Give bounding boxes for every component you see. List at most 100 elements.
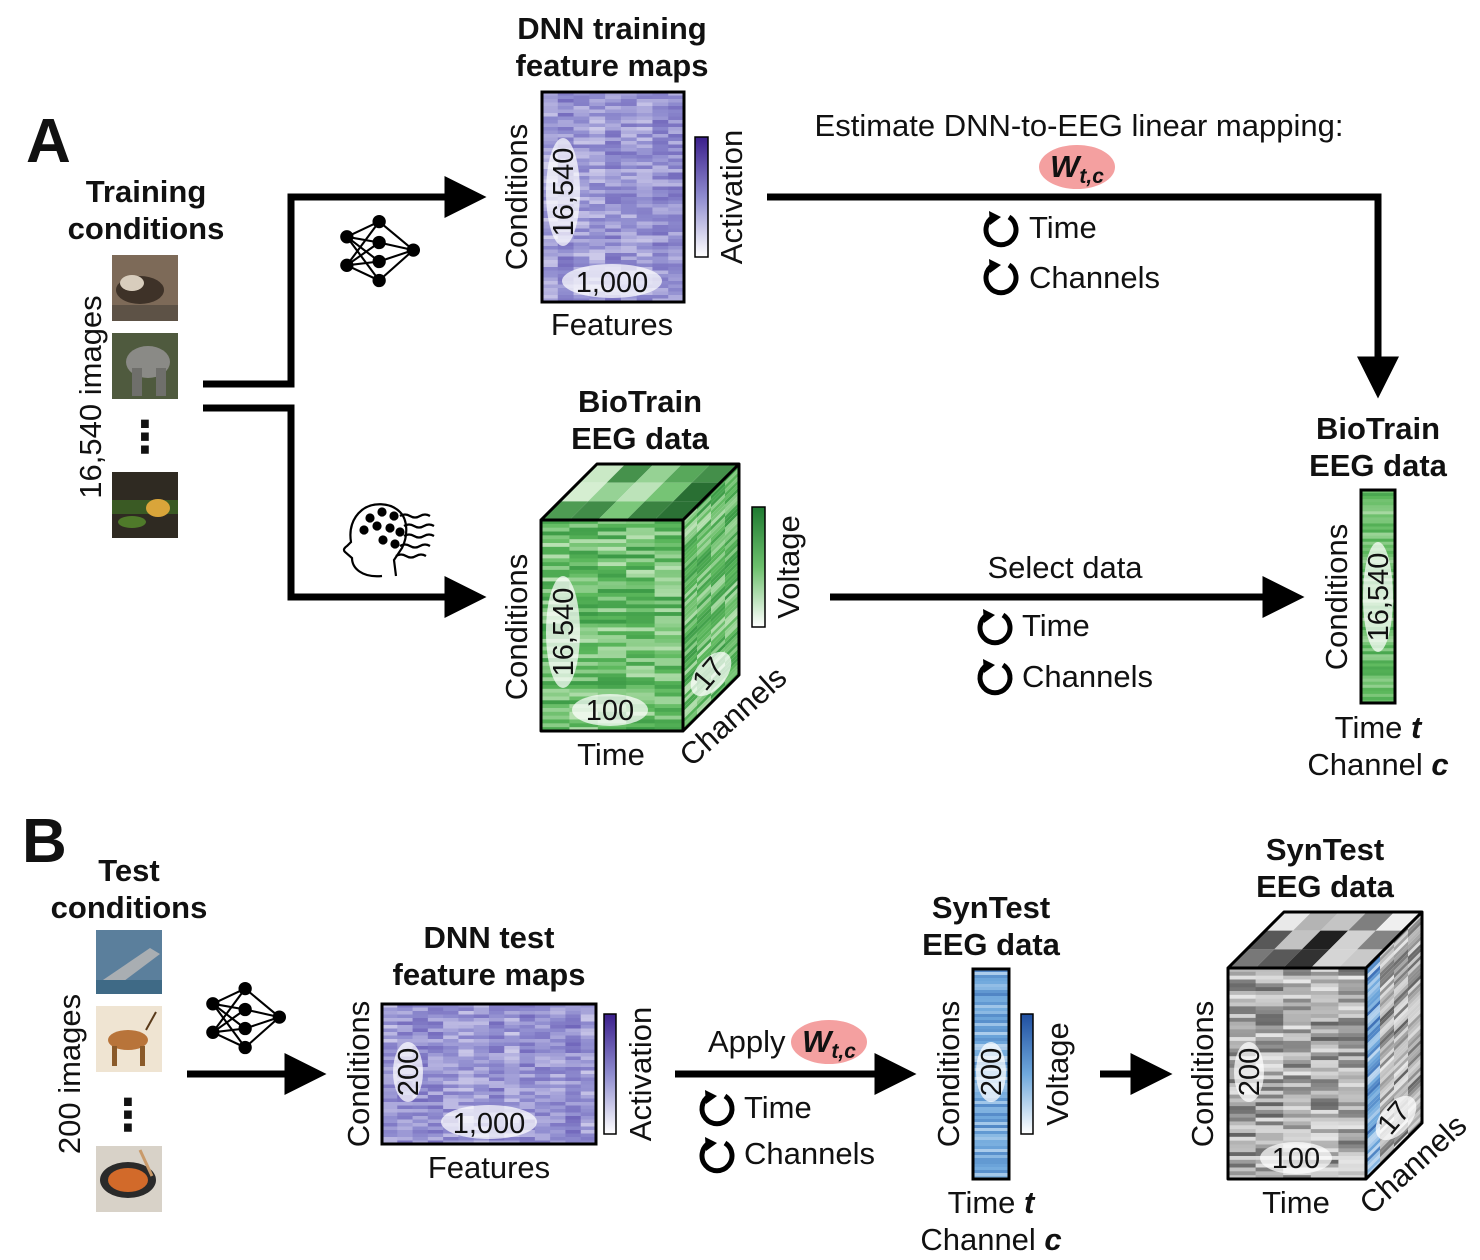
- heatmap-cell: [652, 288, 669, 292]
- heatmap-cell: [1361, 520, 1396, 524]
- heatmap-cell: [541, 520, 570, 525]
- heatmap-cell: [458, 1070, 475, 1075]
- heatmap-cell: [458, 1081, 475, 1085]
- heatmap-cell: [1310, 1083, 1339, 1088]
- heatmap-cell: [489, 1088, 505, 1092]
- heatmap-cell: [557, 295, 574, 299]
- cube-cell: [725, 605, 739, 624]
- cube-cell: [1408, 992, 1422, 1011]
- heatmap-cell: [636, 113, 653, 117]
- heatmap-cell: [550, 1112, 566, 1117]
- biotrain-cube-title-line1: BioTrain: [578, 384, 702, 419]
- heatmap-cell: [504, 1046, 520, 1050]
- heatmap-cell: [652, 148, 669, 152]
- heatmap-cell: [443, 1060, 459, 1064]
- cube-cell: [606, 464, 654, 483]
- heatmap-cell: [1338, 1002, 1367, 1007]
- heatmap-cell: [557, 253, 574, 257]
- heatmap-cell: [626, 673, 655, 678]
- heatmap-cell: [1338, 1094, 1367, 1099]
- heatmap-cell: [473, 1077, 490, 1082]
- cube-cell: [1394, 1129, 1408, 1148]
- cube-cell: [1394, 945, 1408, 964]
- heatmap-cell: [1255, 1132, 1284, 1138]
- heatmap-cell: [1338, 1148, 1367, 1153]
- cube-cell: [1394, 933, 1408, 952]
- syntest-cube-rows-count: 200: [1234, 1048, 1266, 1096]
- heatmap-cell: [973, 1158, 1010, 1162]
- heatmap-cell: [542, 99, 559, 103]
- heatmap-cell: [652, 295, 669, 299]
- heatmap-cell: [542, 228, 559, 233]
- cube-cell: [683, 571, 697, 590]
- heatmap-cell: [489, 1042, 505, 1047]
- heatmap-cell: [1310, 1121, 1339, 1126]
- heatmap-cell: [397, 1137, 413, 1141]
- heatmap-cell: [652, 162, 669, 166]
- heatmap-cell: [412, 1011, 429, 1015]
- cube-cell: [683, 517, 697, 536]
- heatmap-cell: [580, 1011, 597, 1015]
- heatmap-cell: [626, 619, 655, 624]
- heatmap-cell: [1283, 1044, 1312, 1049]
- heatmap-cell: [605, 155, 622, 159]
- heatmap-cell: [382, 1133, 398, 1138]
- cube-cell: [1366, 1107, 1380, 1126]
- cube-cell: [1366, 988, 1380, 1007]
- heatmap-cell: [636, 148, 653, 152]
- cube-cell: [725, 548, 739, 567]
- heatmap-cell: [605, 92, 622, 96]
- cube-cell: [725, 590, 739, 609]
- cube-cell: [1408, 915, 1422, 934]
- heatmap-cell: [557, 267, 574, 271]
- heatmap-cell: [1338, 1063, 1367, 1069]
- heatmap-cell: [1310, 1144, 1339, 1149]
- heatmap-cell: [626, 665, 655, 671]
- heatmap-cell: [443, 1014, 459, 1019]
- heatmap-cell: [973, 1143, 1010, 1147]
- cube-cell: [683, 540, 697, 559]
- heatmap-cell: [573, 123, 590, 128]
- weight-bubble-a: [1039, 145, 1115, 189]
- heatmap-cell: [973, 1002, 1010, 1006]
- heatmap-cell: [565, 1095, 582, 1099]
- heatmap-cell: [580, 1063, 597, 1068]
- cube-cell: [1366, 1003, 1380, 1022]
- cube-cell: [1228, 949, 1275, 968]
- heatmap-cell: [412, 1095, 429, 1099]
- heatmap-cell: [569, 531, 599, 536]
- heatmap-cell: [557, 256, 574, 261]
- heatmap-cell: [1255, 1075, 1284, 1080]
- heatmap-cell: [1361, 535, 1396, 540]
- heatmap-cell: [605, 183, 622, 187]
- heatmap-cell: [541, 707, 570, 713]
- heatmap-cell: [589, 225, 606, 229]
- cube-cell: [711, 581, 725, 600]
- cube-cell: [697, 507, 711, 526]
- heatmap-cell: [1338, 1056, 1367, 1061]
- cube-cell: [1366, 1134, 1380, 1153]
- heatmap-cell: [1361, 496, 1396, 500]
- heatmap-cell: [534, 1018, 551, 1022]
- heatmap-cell: [620, 141, 638, 145]
- heatmap-cell: [573, 197, 590, 201]
- cube-cell: [1366, 1153, 1380, 1172]
- cube-cell: [697, 561, 711, 579]
- heatmap-cell: [654, 535, 684, 540]
- heatmap-cell: [626, 554, 655, 559]
- cube-cell: [1366, 957, 1380, 976]
- cube-cell: [1380, 1085, 1394, 1104]
- heatmap-cell: [534, 1060, 551, 1064]
- heatmap-cell: [1283, 1021, 1312, 1026]
- heatmap-cell: [458, 1046, 475, 1050]
- heatmap-cell: [397, 1123, 413, 1127]
- cube-cell: [1366, 980, 1380, 999]
- heatmap-cell: [620, 197, 638, 201]
- heatmap-cell: [626, 684, 655, 690]
- cube-cell: [1394, 1079, 1408, 1098]
- heatmap-cell: [1255, 1063, 1284, 1069]
- heatmap-cell: [458, 1063, 475, 1068]
- heatmap-cell: [541, 546, 570, 552]
- cube-cell: [1366, 1072, 1380, 1091]
- heatmap-cell: [580, 1007, 597, 1012]
